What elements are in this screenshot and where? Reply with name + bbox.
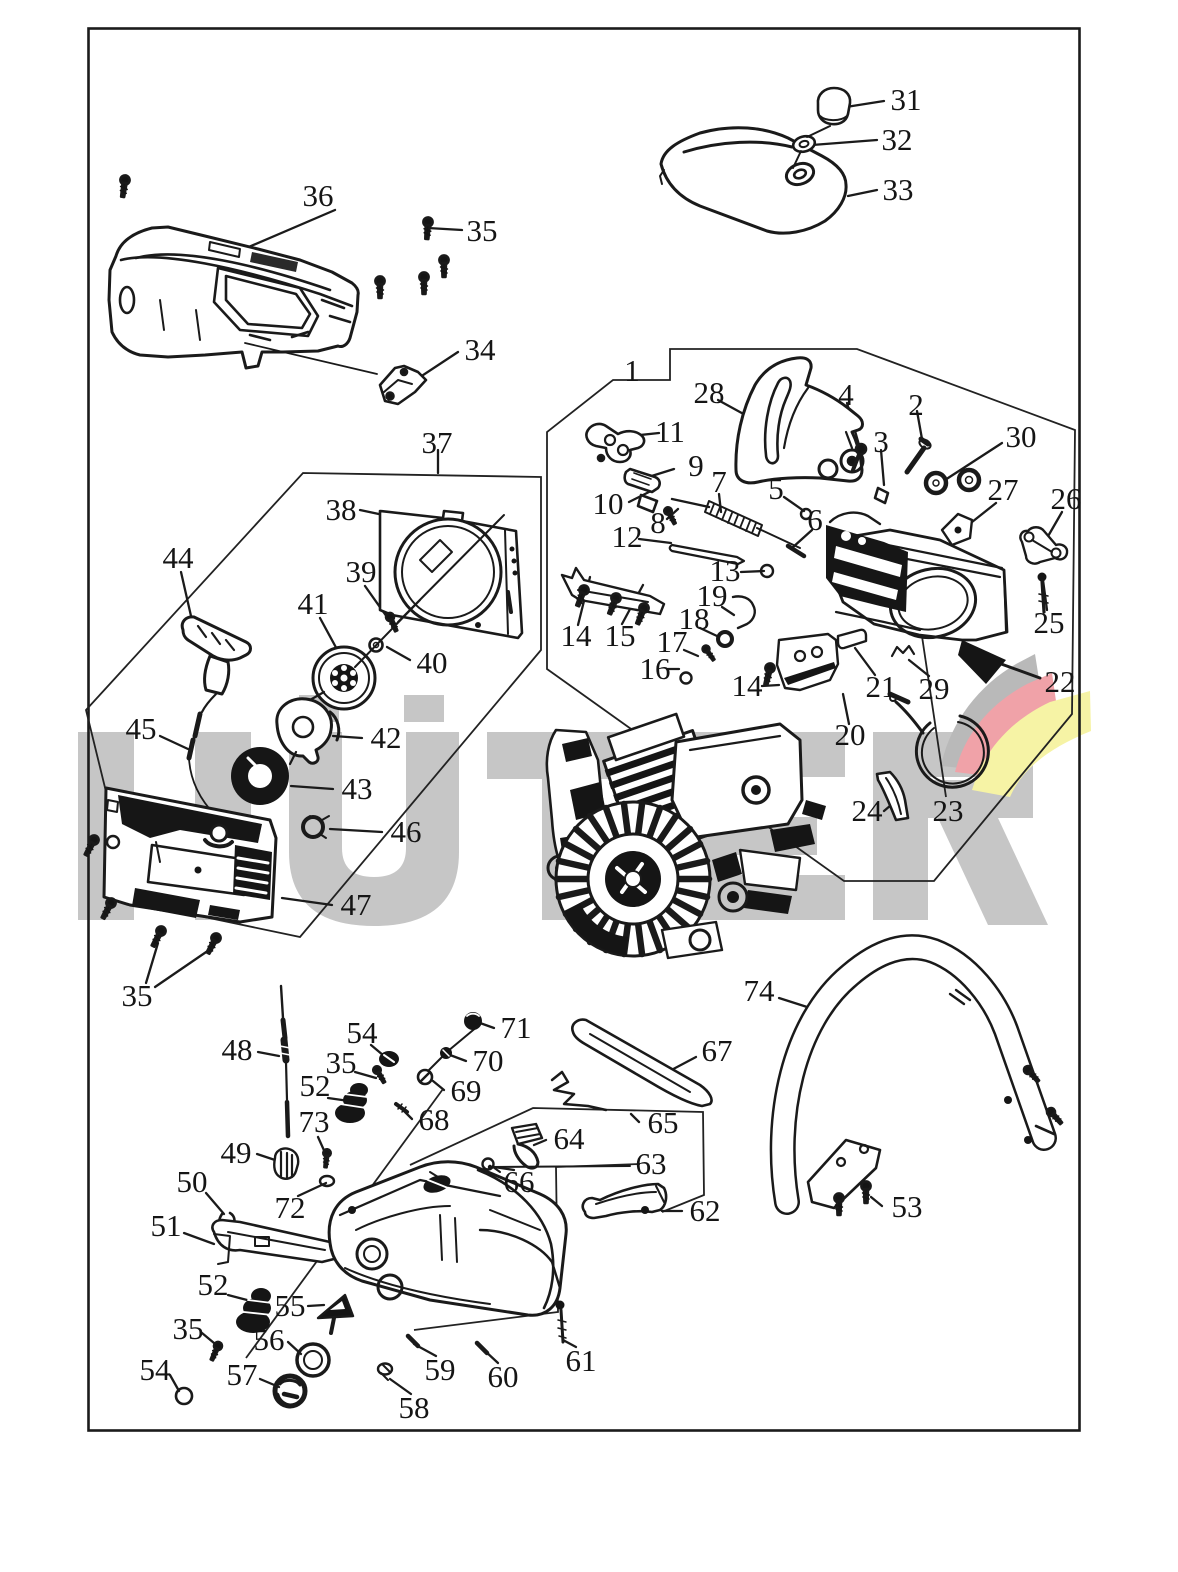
svg-text:64: 64 [554,1121,586,1156]
svg-text:12: 12 [612,519,643,554]
svg-text:36: 36 [303,178,334,213]
svg-text:31: 31 [891,82,922,117]
svg-text:17: 17 [657,624,688,659]
svg-text:61: 61 [566,1343,597,1378]
svg-text:51: 51 [151,1208,182,1243]
svg-text:63: 63 [636,1146,667,1181]
svg-text:74: 74 [744,973,776,1008]
svg-text:52: 52 [198,1267,229,1302]
svg-text:57: 57 [227,1357,258,1392]
svg-text:67: 67 [702,1033,733,1068]
svg-text:43: 43 [342,771,373,806]
svg-text:35: 35 [122,978,153,1013]
svg-text:54: 54 [140,1352,172,1387]
svg-text:53: 53 [892,1189,923,1224]
svg-text:35: 35 [326,1045,357,1080]
svg-text:50: 50 [177,1164,208,1199]
svg-text:6: 6 [807,502,823,537]
svg-text:45: 45 [126,711,157,746]
svg-text:49: 49 [221,1135,252,1170]
svg-text:26: 26 [1051,481,1082,516]
svg-text:66: 66 [504,1164,535,1199]
svg-text:21: 21 [866,669,897,704]
svg-text:44: 44 [163,540,195,575]
svg-text:60: 60 [488,1359,519,1394]
svg-text:11: 11 [655,414,685,449]
svg-text:34: 34 [465,332,497,367]
svg-text:55: 55 [275,1288,306,1323]
svg-text:35: 35 [467,213,498,248]
svg-text:70: 70 [473,1043,504,1078]
svg-text:22: 22 [1045,664,1076,699]
svg-text:62: 62 [690,1193,721,1228]
svg-text:37: 37 [422,425,453,460]
svg-text:4: 4 [838,377,854,412]
svg-text:71: 71 [501,1010,532,1045]
svg-text:41: 41 [298,586,329,621]
svg-text:42: 42 [371,720,402,755]
svg-text:65: 65 [648,1105,679,1140]
svg-text:72: 72 [275,1190,306,1225]
svg-text:30: 30 [1006,419,1037,454]
svg-text:40: 40 [417,645,448,680]
svg-text:38: 38 [326,492,357,527]
svg-text:7: 7 [711,464,727,499]
svg-text:3: 3 [873,424,889,459]
svg-text:58: 58 [399,1390,430,1425]
svg-text:56: 56 [254,1322,285,1357]
svg-text:14: 14 [561,618,593,653]
svg-text:54: 54 [347,1015,379,1050]
svg-text:69: 69 [451,1073,482,1108]
svg-text:47: 47 [341,887,372,922]
svg-text:32: 32 [882,122,913,157]
svg-text:39: 39 [346,554,377,589]
svg-text:9: 9 [688,448,704,483]
svg-text:59: 59 [425,1352,456,1387]
svg-text:14: 14 [732,668,764,703]
svg-text:19: 19 [697,578,728,613]
svg-text:15: 15 [605,618,636,653]
svg-text:24: 24 [852,793,884,828]
svg-text:8: 8 [650,505,666,540]
svg-text:16: 16 [640,651,671,686]
svg-text:27: 27 [988,472,1019,507]
svg-text:35: 35 [173,1311,204,1346]
svg-text:20: 20 [835,717,866,752]
svg-text:18: 18 [679,601,710,636]
svg-text:1: 1 [624,353,640,388]
svg-text:2: 2 [908,387,924,422]
svg-text:33: 33 [883,172,914,207]
svg-text:68: 68 [419,1102,450,1137]
svg-text:13: 13 [710,553,741,588]
svg-text:25: 25 [1034,605,1065,640]
svg-text:73: 73 [299,1104,330,1139]
svg-text:52: 52 [300,1068,331,1103]
svg-text:29: 29 [919,671,950,706]
svg-text:23: 23 [933,793,964,828]
svg-text:28: 28 [694,375,725,410]
svg-text:48: 48 [222,1032,253,1067]
svg-text:5: 5 [768,471,784,506]
svg-text:46: 46 [391,814,422,849]
svg-text:10: 10 [593,486,624,521]
